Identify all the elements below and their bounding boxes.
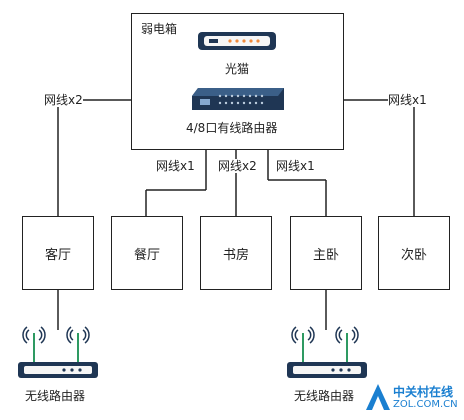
watermark-url: ZOL.COM.CN — [393, 399, 458, 410]
room-master: 主卧 — [290, 216, 362, 290]
cabinet-title: 弱电箱 — [141, 22, 178, 36]
link-label-dining: 网线x1 — [156, 159, 195, 173]
link-label-master: 网线x1 — [276, 159, 315, 173]
wireless-router-icon — [18, 326, 98, 378]
modem-label: 光猫 — [225, 62, 250, 76]
room-study: 书房 — [200, 216, 272, 290]
watermark-brand: 中关村在线 — [393, 385, 454, 399]
optical-modem-icon — [198, 32, 276, 50]
room-living: 客厅 — [22, 216, 94, 290]
zol-logo-icon — [366, 384, 390, 410]
wireless-label-master: 无线路由器 — [294, 389, 355, 403]
wireless-router-icon — [287, 326, 367, 378]
link-label-living: 网线x2 — [44, 93, 83, 107]
wireless-label-living: 无线路由器 — [25, 389, 86, 403]
link-label-second: 网线x1 — [388, 93, 427, 107]
router-label: 4/8口有线路由器 — [186, 121, 278, 135]
room-second: 次卧 — [378, 216, 450, 290]
link-label-study: 网线x2 — [218, 159, 257, 173]
wired-router-icon — [192, 88, 284, 110]
room-dining: 餐厅 — [111, 216, 183, 290]
